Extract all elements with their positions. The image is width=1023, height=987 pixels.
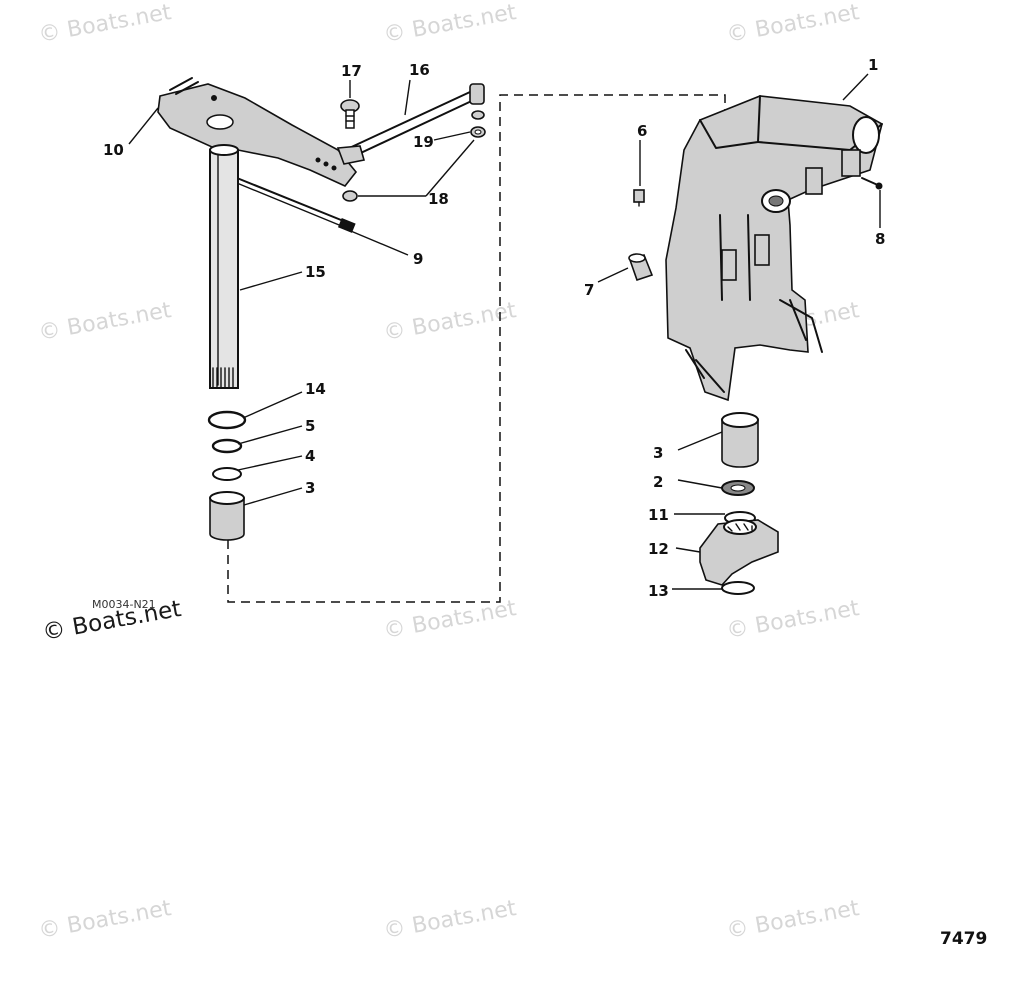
assembly-dashed-line xyxy=(227,94,726,603)
swivel-bracket-part xyxy=(665,95,883,402)
callout-11: 11 xyxy=(648,506,669,524)
watermark: © Boats.net xyxy=(382,0,519,48)
shaft-rings-parts xyxy=(207,410,247,541)
watermark: © Boats.net xyxy=(725,896,862,944)
watermark: © Boats.net xyxy=(37,298,174,346)
screw-6-part xyxy=(633,189,645,207)
callout-14: 14 xyxy=(305,380,326,398)
callout-4: 4 xyxy=(305,447,315,465)
watermark: © Boats.net xyxy=(382,596,519,644)
watermark: © Boats.net xyxy=(382,896,519,944)
steering-shaft-part xyxy=(209,144,239,389)
watermark: © Boats.net xyxy=(37,0,174,48)
figure-code: M0034-N21 xyxy=(92,598,156,611)
bolt-9-part xyxy=(231,175,356,233)
bolt-17-part xyxy=(340,99,360,129)
callout-9: 9 xyxy=(413,250,423,268)
drawing-number: 7479 xyxy=(940,929,987,949)
callout-6: 6 xyxy=(637,122,647,140)
bushing-7-part xyxy=(628,253,654,282)
steering-arm-part xyxy=(157,77,358,187)
callout-3: 3 xyxy=(305,479,315,497)
watermark: © Boats.net xyxy=(382,298,519,346)
callout-17: 17 xyxy=(341,62,362,80)
callout-12: 12 xyxy=(648,540,669,558)
callout-10: 10 xyxy=(103,141,124,159)
callout-16: 16 xyxy=(409,61,430,79)
callout-8: 8 xyxy=(875,230,885,248)
swivel-lower-parts xyxy=(699,412,779,595)
callout-19: 19 xyxy=(413,133,434,151)
callout-13: 13 xyxy=(648,582,669,600)
callout-1: 1 xyxy=(868,56,878,74)
watermark: © Boats.net xyxy=(725,0,862,48)
watermark: © Boats.net xyxy=(725,596,862,644)
screw-8-part xyxy=(861,177,883,190)
link-rod-part xyxy=(336,83,485,165)
leader-lines xyxy=(128,73,881,590)
callout-18: 18 xyxy=(428,190,449,208)
watermark: © Boats.net xyxy=(37,896,174,944)
washer-18-19-parts xyxy=(342,110,486,202)
callout-15: 15 xyxy=(305,263,326,281)
callout-labels: 1 10 17 16 19 18 9 15 14 5 4 3 6 7 8 3 2… xyxy=(103,56,885,600)
callout-5: 5 xyxy=(305,417,315,435)
callout-2: 2 xyxy=(653,473,663,491)
callout-3-right: 3 xyxy=(653,444,663,462)
callout-7: 7 xyxy=(584,281,594,299)
